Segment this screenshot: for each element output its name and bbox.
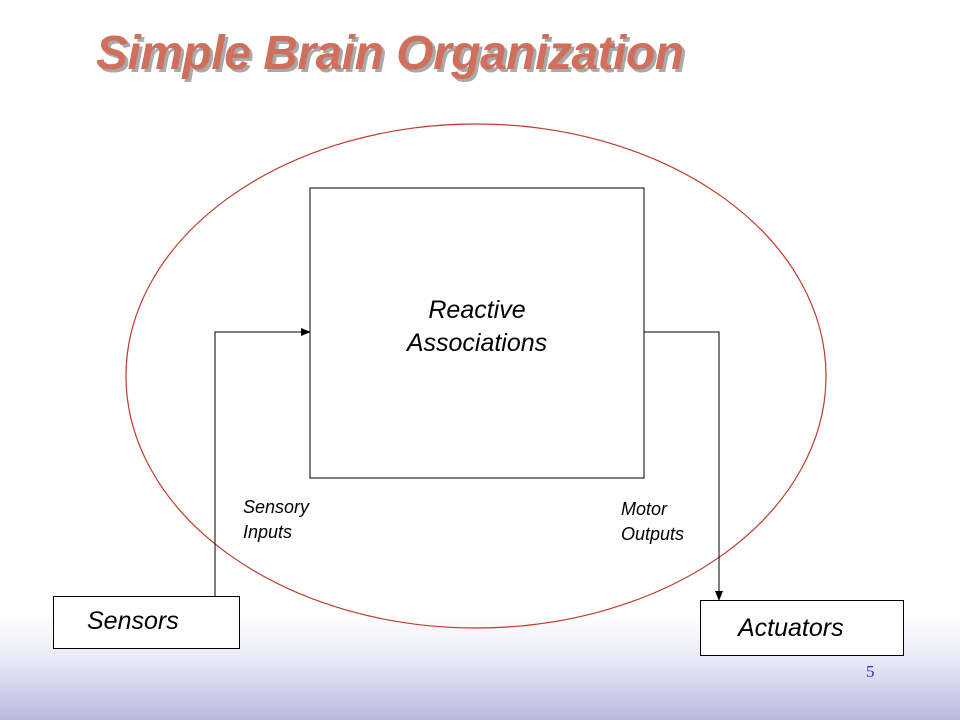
- sensory-inputs-line2: Inputs: [243, 522, 293, 542]
- slide-title: Simple Brain Organization: [96, 27, 684, 80]
- sensory-input-arrow: [214, 328, 311, 598]
- reactive-associations-label: Reactive Associations: [310, 294, 644, 360]
- actuators-box: Actuators: [700, 600, 904, 656]
- sensory-inputs-label: Sensory Inputs: [243, 495, 309, 545]
- reactive-associations-line1: Reactive: [428, 296, 526, 324]
- motor-output-arrow: [644, 331, 723, 601]
- page-number: 5: [866, 662, 875, 681]
- reactive-associations-line2: Associations: [406, 329, 548, 357]
- motor-outputs-line2: Outputs: [621, 524, 685, 544]
- brain-boundary-ellipse: [125, 123, 827, 629]
- motor-outputs-line1: Motor: [621, 499, 668, 519]
- sensors-box: Sensors: [53, 596, 240, 649]
- sensory-inputs-line1: Sensory: [243, 497, 310, 517]
- motor-outputs-label: Motor Outputs: [621, 497, 684, 547]
